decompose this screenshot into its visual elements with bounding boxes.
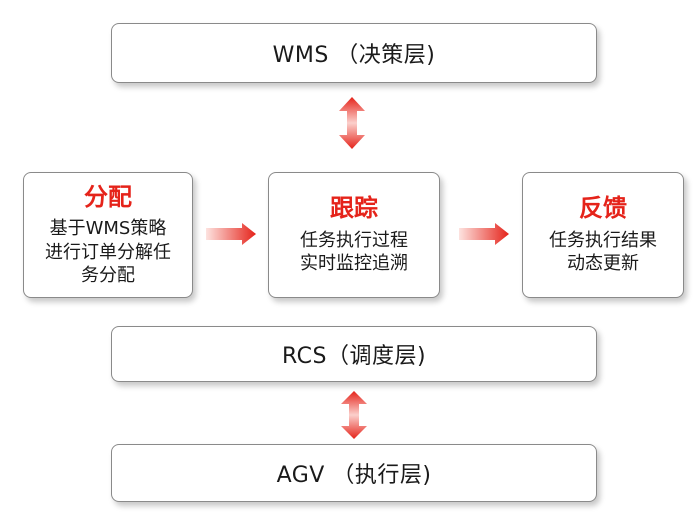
tracking-desc-line: 任务执行过程: [300, 230, 408, 251]
wms-layer-label: WMS （决策层): [272, 43, 436, 68]
tracking-stage-box: 跟踪 任务执行过程 实时监控追溯: [268, 172, 440, 298]
rcs-layer-box: RCS（调度层): [111, 326, 597, 382]
tracking-title: 跟踪: [330, 194, 378, 223]
tracking-desc-line: 实时监控追溯: [300, 253, 408, 275]
feedback-description: 任务执行结果 动态更新: [549, 229, 657, 276]
allocation-description: 基于WMS策略 进行订单分解任 务分配: [45, 217, 171, 287]
wms-layer-box: WMS （决策层): [111, 23, 597, 83]
allocation-stage-box: 分配 基于WMS策略 进行订单分解任 务分配: [23, 172, 193, 298]
feedback-desc-line: 任务执行结果: [549, 230, 657, 251]
rcs-layer-label: RCS（调度层): [281, 344, 427, 369]
tracking-description: 任务执行过程 实时监控追溯: [300, 229, 408, 276]
allocation-desc-line: 务分配: [81, 265, 135, 287]
right-arrow-icon: [206, 223, 256, 245]
double-arrow-icon: [341, 391, 367, 439]
agv-layer-box: AGV （执行层): [111, 444, 597, 502]
allocation-desc-line: 基于WMS策略: [49, 218, 167, 240]
allocation-title: 分配: [84, 182, 132, 211]
allocation-desc-line: 进行订单分解任: [45, 241, 171, 263]
feedback-title: 反馈: [579, 194, 627, 223]
agv-layer-label: AGV （执行层): [276, 463, 432, 488]
feedback-stage-box: 反馈 任务执行结果 动态更新: [522, 172, 684, 298]
feedback-desc-line: 动态更新: [567, 253, 639, 275]
double-arrow-icon: [339, 97, 365, 149]
right-arrow-icon: [459, 223, 509, 245]
